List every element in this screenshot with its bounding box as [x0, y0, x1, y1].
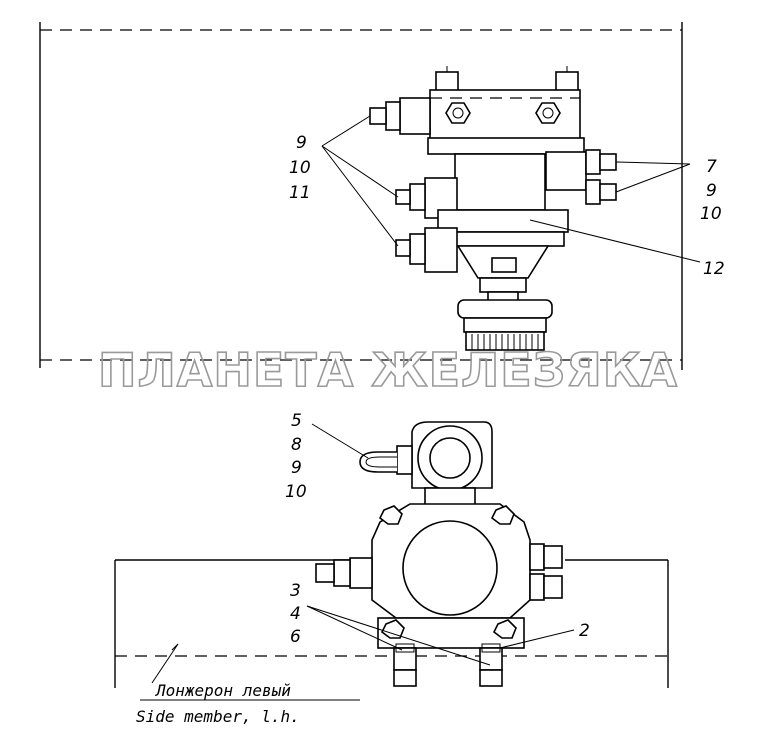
- callout-6: 6: [290, 627, 301, 647]
- callout-10-top-left: 10: [289, 158, 311, 178]
- callout-10-top-right: 10: [700, 204, 722, 224]
- callout-8: 8: [291, 435, 302, 455]
- caption-english: Side member, l.h.: [136, 707, 300, 726]
- callout-12: 12: [703, 259, 725, 279]
- caption-russian: Лонжерон левый: [154, 681, 291, 700]
- callout-5: 5: [291, 411, 302, 431]
- callout-11-top-left: 11: [289, 183, 311, 203]
- bottom-side-member: [114, 559, 669, 688]
- top-valve-assembly: [369, 66, 617, 351]
- callout-9-top-left: 9: [296, 133, 307, 153]
- watermark-text: ПЛАНЕТА ЖЕЛЕЗЯКА: [98, 343, 678, 397]
- callout-4: 4: [290, 604, 301, 624]
- callout-10-bottom: 10: [285, 482, 307, 502]
- callout-7-top-right: 7: [706, 157, 717, 177]
- top-frame-rail: [39, 22, 683, 370]
- callout-9-bottom: 9: [291, 458, 302, 478]
- bottom-valve-assembly: [315, 421, 563, 687]
- callout-2: 2: [579, 621, 590, 641]
- callout-3: 3: [290, 581, 301, 601]
- top-leader-lines: [321, 115, 701, 263]
- callout-9-top-right: 9: [706, 181, 717, 201]
- bottom-leader-lines: [171, 423, 575, 666]
- caption-pointer: [140, 643, 360, 701]
